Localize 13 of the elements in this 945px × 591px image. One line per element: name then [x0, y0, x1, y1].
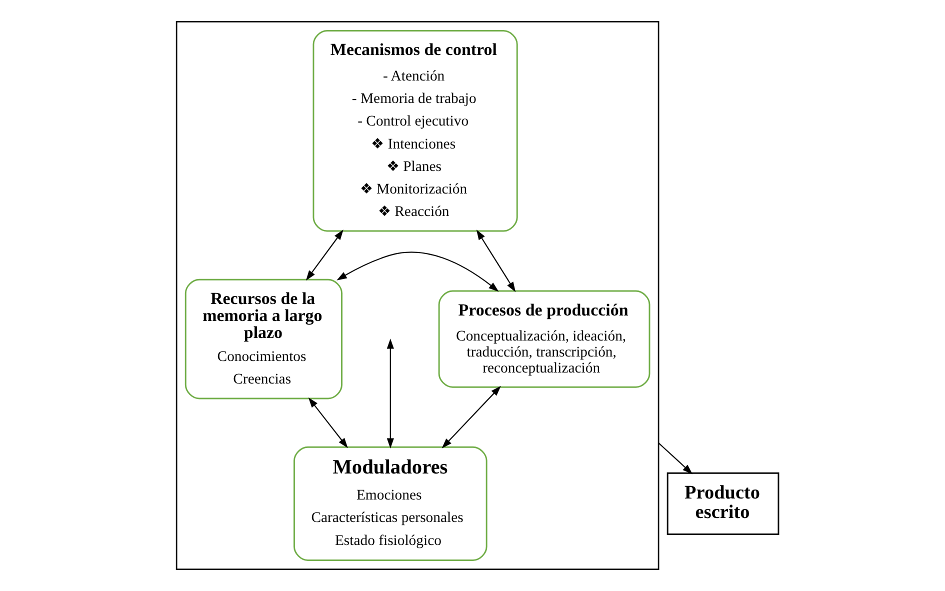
cluster: [175, 21, 659, 570]
arrow: [386, 338, 394, 448]
node-box: Producto escrito: [666, 472, 779, 535]
arrow: [476, 230, 516, 292]
node-box: Recursos de la memoria a largo plazo Conocimientos Creencias: [184, 278, 342, 400]
arrow: [305, 230, 343, 281]
node-box: Procesos de producción Conceptualización, ideación, traducción, transcripción, reconceptualización: [438, 290, 650, 388]
arrow: [658, 442, 692, 474]
node-box: Moduladores Emociones Características personales Estado fisiológico: [293, 446, 487, 561]
node-box: Mecanismos de control - Atención - Memoria de trabajo - Control ejecutivo ❖ Intenciones ❖ Planes ❖ Monitorización ❖ Reacción: [312, 30, 518, 232]
arrow: [441, 386, 500, 448]
arrow: [308, 397, 348, 448]
arrow: [336, 252, 498, 292]
